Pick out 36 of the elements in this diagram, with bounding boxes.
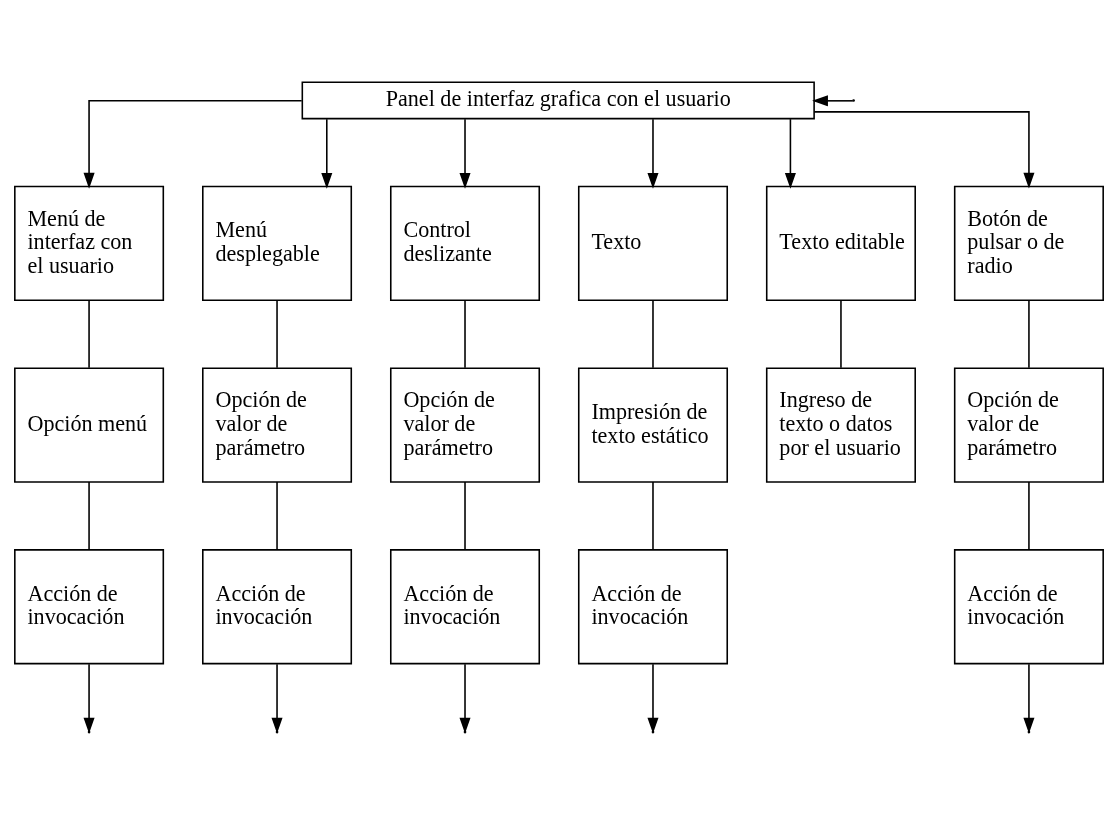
arrow: [83, 100, 303, 189]
arrow: [647, 118, 659, 189]
node-box: Opción de valor de parámetro: [202, 367, 353, 483]
node-box: Menú de interfaz con el usuario: [14, 185, 165, 302]
connector: [88, 299, 90, 369]
node-box: Impresión de texto estático: [577, 367, 728, 483]
node-box: Acción de invocación: [953, 549, 1104, 665]
node-box: Ingreso de texto o datos por el usuario: [765, 367, 916, 483]
node-box: Acción de invocación: [389, 549, 541, 665]
connector: [652, 299, 654, 369]
node-box: Texto editable: [765, 185, 916, 302]
connector: [464, 481, 466, 551]
node-box: Acción de invocación: [577, 549, 728, 665]
node-box: Control deslizante: [389, 185, 541, 302]
node-box: Opción de valor de parámetro: [953, 367, 1104, 483]
node-box: Acción de invocación: [202, 549, 353, 665]
node-box: Botón de pulsar o de radio: [953, 185, 1104, 302]
connector: [464, 299, 466, 369]
node-box: Acción de invocación: [14, 549, 165, 665]
connector: [840, 299, 842, 369]
connector: [276, 481, 278, 551]
node-box: Texto: [577, 185, 728, 302]
connector: [276, 299, 278, 369]
node-box: Opción de valor de parámetro: [389, 367, 541, 483]
connector: [1028, 299, 1030, 369]
arrow: [459, 118, 471, 189]
arrow: [812, 95, 854, 107]
arrow: [813, 111, 1035, 189]
connector: [652, 481, 654, 551]
node-box: Panel de interfaz grafica con el usuario: [301, 81, 815, 120]
connector: [88, 481, 90, 551]
arrow: [321, 118, 333, 189]
arrow: [784, 118, 796, 189]
node-box: Opción menú: [14, 367, 165, 483]
node-box: Menú desplegable: [202, 185, 353, 302]
connector: [1028, 481, 1030, 551]
